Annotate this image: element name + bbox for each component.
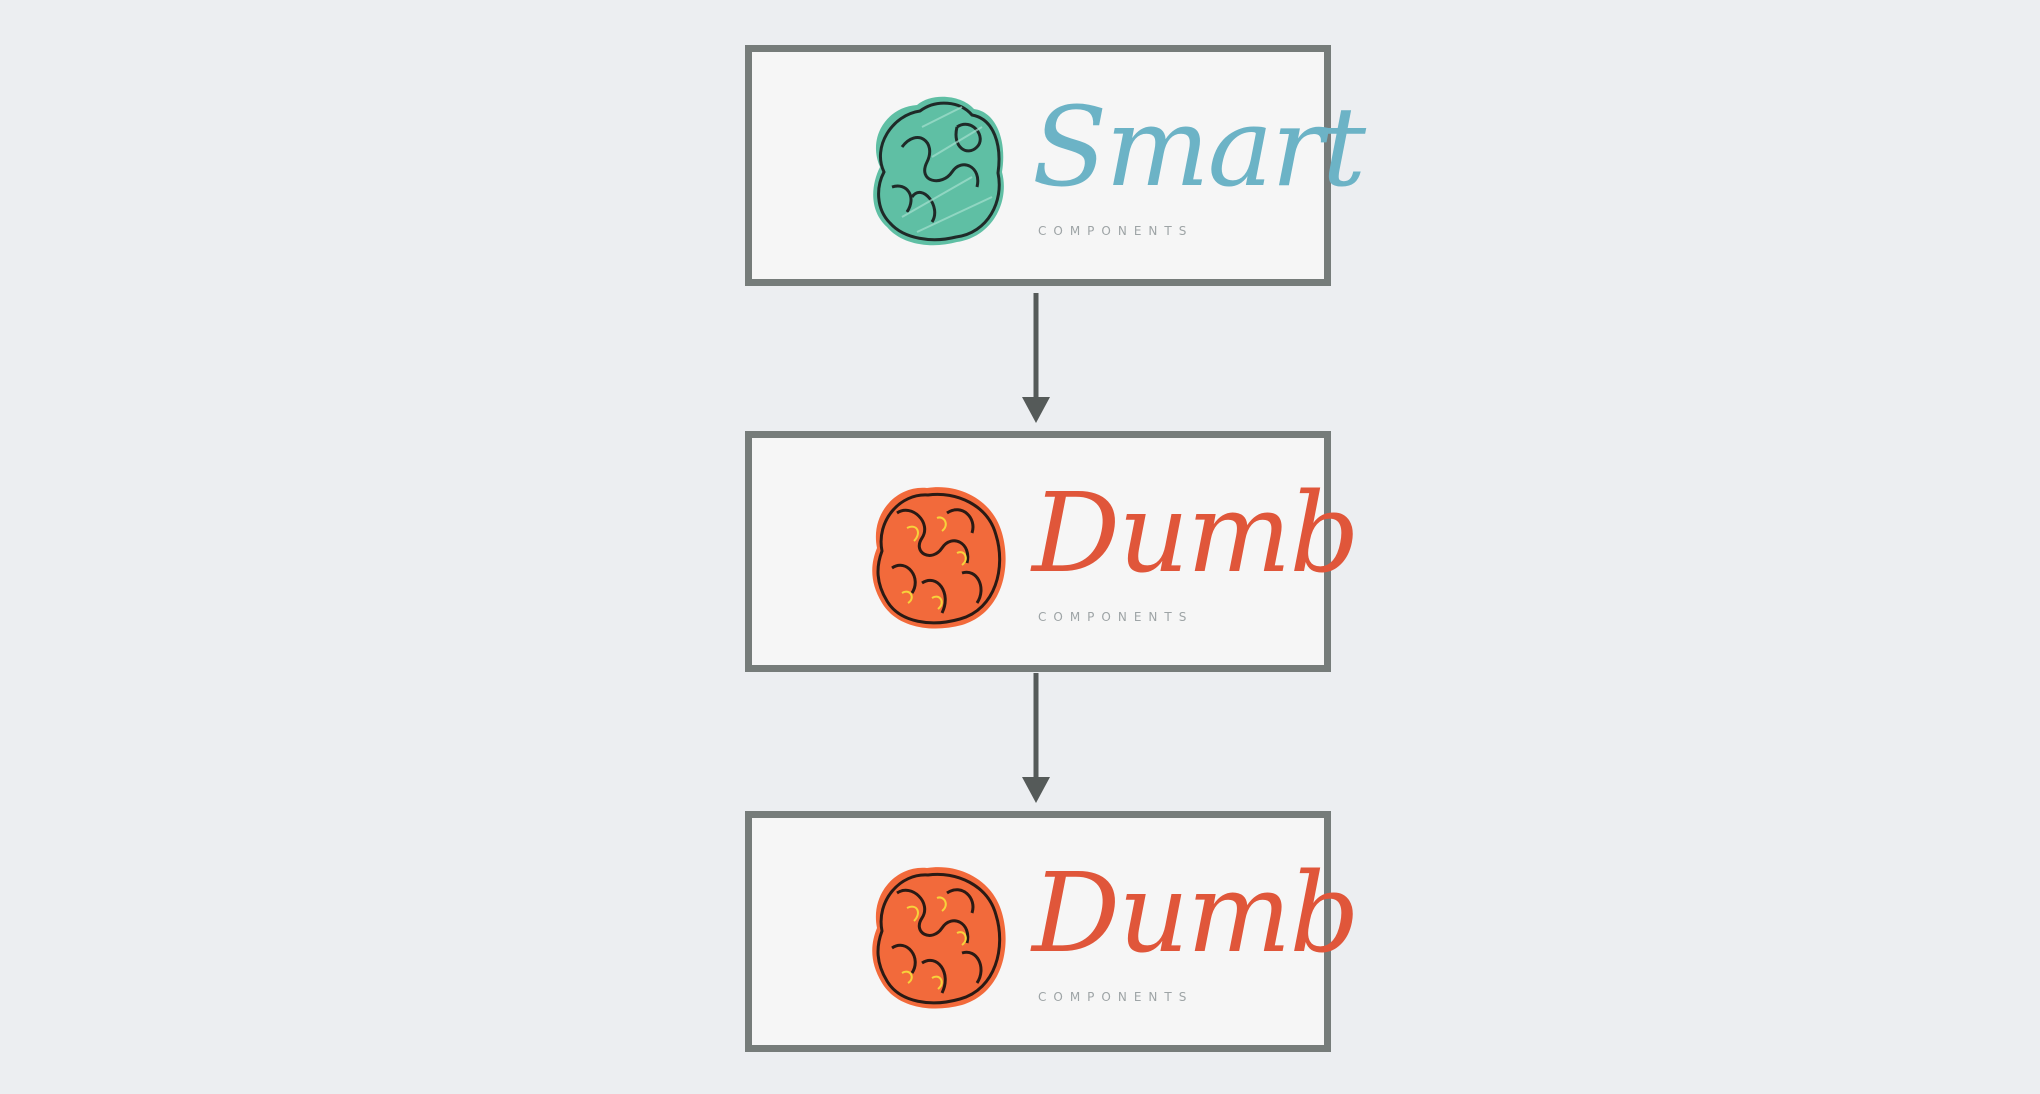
dumb-components-node: Dumb components — [745, 811, 1360, 1052]
node-title: Dumb — [1032, 469, 1360, 597]
orange-brain-icon — [872, 867, 1006, 1009]
node-subtitle: components — [1038, 224, 1194, 238]
flow-arrow — [1022, 673, 1050, 803]
orange-brain-icon — [872, 487, 1006, 629]
green-brain-icon — [873, 96, 1004, 246]
smart-components-node: Smart components — [745, 45, 1366, 286]
node-subtitle: components — [1038, 990, 1194, 1004]
node-subtitle: components — [1038, 610, 1194, 624]
dumb-components-node: Dumb components — [745, 431, 1360, 672]
node-title: Dumb — [1032, 849, 1360, 977]
node-title: Smart — [1032, 83, 1366, 211]
flow-arrow — [1022, 293, 1050, 423]
